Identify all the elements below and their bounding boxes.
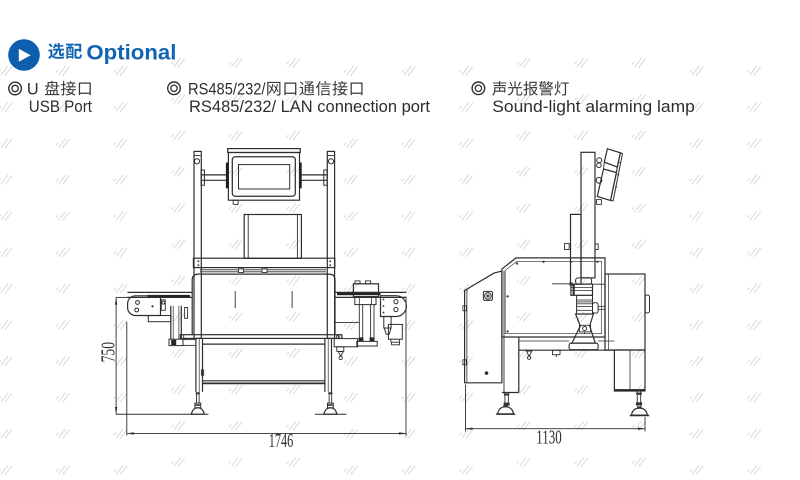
svg-text:U: U: [27, 80, 39, 98]
svg-text:USB Port: USB Port: [29, 98, 93, 116]
svg-text:RS485/232/ LAN connection port: RS485/232/ LAN connection port: [189, 98, 431, 116]
svg-text:Sound-light alarming lamp: Sound-light alarming lamp: [492, 98, 695, 116]
svg-text:1130: 1130: [536, 426, 561, 448]
svg-text:750: 750: [98, 342, 120, 362]
svg-text:Optional: Optional: [86, 40, 176, 64]
svg-text:RS485/232/: RS485/232/: [188, 80, 266, 98]
svg-text:1746: 1746: [269, 431, 294, 452]
